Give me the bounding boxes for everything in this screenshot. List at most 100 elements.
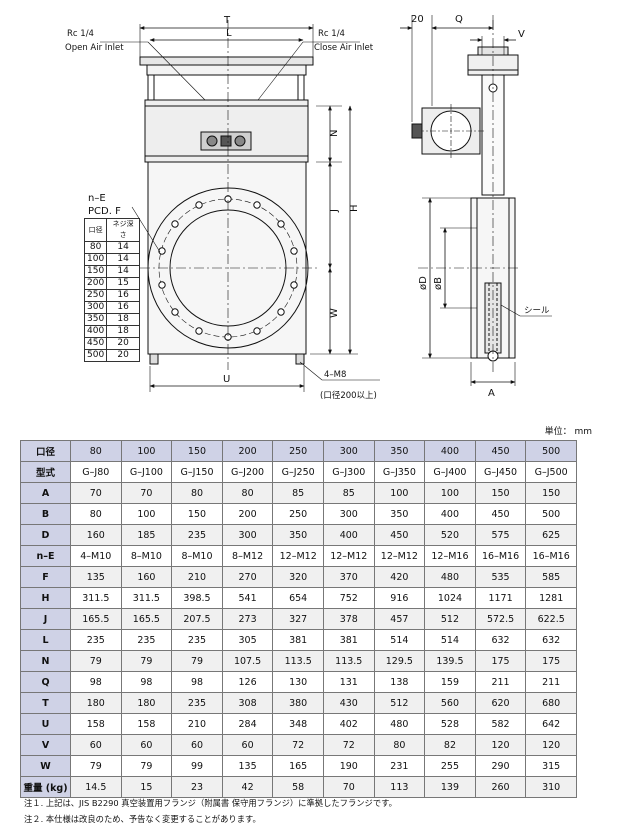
spec-cell: 180	[120, 692, 173, 714]
spec-cell: G–J100	[120, 461, 173, 483]
spec-cell: G–J250	[272, 461, 324, 483]
thread-table-header: ネジ深さ	[106, 218, 140, 242]
spec-cell: 370	[322, 566, 375, 588]
spec-cell: 80	[171, 482, 223, 504]
dim-W-label: W	[329, 308, 340, 318]
bolt-holes	[158, 195, 298, 341]
spec-cell: 98	[171, 671, 223, 693]
pcd-f-label: PCD. F	[88, 206, 121, 217]
spec-cell: 380	[272, 692, 324, 714]
spec-cell: 98	[120, 671, 173, 693]
spec-size-header: 150	[171, 440, 223, 462]
thread-table-cell: 20	[106, 349, 140, 362]
spec-cell: 284	[221, 713, 274, 735]
thread-table-cell: 100	[84, 253, 108, 266]
spec-size-header: 400	[424, 440, 476, 462]
spec-cell: 131	[322, 671, 375, 693]
spec-cell: 98	[70, 671, 122, 693]
spec-cell: 207.5	[171, 608, 223, 630]
spec-cell: 175	[474, 650, 527, 672]
dim-V-label: V	[518, 29, 525, 40]
spec-cell: 85	[322, 482, 375, 504]
thread-table-cell: 500	[84, 349, 108, 362]
front-view-labels: T L Rc 1/4 Open Air Inlet Rc 1/4 Close A…	[65, 15, 377, 401]
spec-cell: 512	[373, 692, 426, 714]
spec-cell: 139	[424, 776, 476, 798]
thread-table-cell: 18	[106, 313, 140, 326]
spec-cell: 235	[171, 692, 223, 714]
spec-cell: 210	[171, 713, 223, 735]
spec-cell: 250	[272, 503, 324, 525]
spec-size-header: 300	[322, 440, 375, 462]
spec-row-label: B	[20, 503, 71, 525]
spec-cell: 42	[221, 776, 274, 798]
spec-cell: 12–M16	[424, 545, 476, 567]
spec-cell: 60	[171, 734, 223, 756]
thread-table-cell: 16	[106, 289, 140, 302]
dim-A-label: A	[488, 388, 495, 399]
spec-cell: 160	[70, 524, 122, 546]
spec-cell: 381	[322, 629, 375, 651]
top-bracket	[146, 64, 307, 76]
spec-cell: 200	[221, 503, 274, 525]
unit-label: 単位： mm	[544, 427, 592, 437]
spec-size-header: 450	[474, 440, 527, 462]
spec-cell: 622.5	[525, 608, 577, 630]
spec-cell: 398.5	[171, 587, 223, 609]
spec-cell: 4–M10	[70, 545, 122, 567]
spec-cell: 135	[70, 566, 122, 588]
spec-cell: 654	[272, 587, 324, 609]
thread-table-cell: 16	[106, 301, 140, 314]
spec-size-header: 80	[70, 440, 122, 462]
spec-cell: G–J80	[70, 461, 122, 483]
dim-U-label: U	[223, 374, 230, 385]
spec-size-header: 250	[272, 440, 324, 462]
spec-cell: 72	[272, 734, 324, 756]
spec-cell: 916	[373, 587, 426, 609]
spec-cell: 14.5	[70, 776, 122, 798]
spec-cell: G–J150	[171, 461, 223, 483]
spec-row-label: H	[20, 587, 71, 609]
spec-cell: 120	[474, 734, 527, 756]
spec-cell: G–J400	[424, 461, 476, 483]
seal-label: シール	[524, 306, 550, 316]
spec-cell: 480	[373, 713, 426, 735]
spec-cell: 235	[70, 629, 122, 651]
spec-cell: 680	[525, 692, 577, 714]
spec-cell: 514	[373, 629, 426, 651]
spec-cell: 135	[221, 755, 274, 777]
spec-size-header: 350	[373, 440, 426, 462]
side-view	[400, 15, 552, 386]
spec-header-label: 口径	[20, 440, 71, 462]
spec-cell: 79	[70, 650, 122, 672]
spec-cell: 129.5	[373, 650, 426, 672]
spec-cell: 541	[221, 587, 274, 609]
spec-cell: 72	[322, 734, 375, 756]
spec-cell: 210	[171, 566, 223, 588]
spec-cell: 348	[272, 713, 324, 735]
spec-cell: 100	[373, 482, 426, 504]
spec-row-label: U	[20, 713, 71, 735]
spec-row-label: A	[20, 482, 71, 504]
spec-row-label: 型式	[20, 461, 71, 483]
spec-cell: 315	[525, 755, 577, 777]
spec-cell: 160	[120, 566, 173, 588]
spec-cell: G–J350	[373, 461, 426, 483]
thread-table-cell: 200	[84, 277, 108, 290]
spec-cell: 300	[322, 503, 375, 525]
spec-cell: 311.5	[70, 587, 122, 609]
spec-cell: 290	[474, 755, 527, 777]
spec-row-label: W	[20, 755, 71, 777]
spec-cell: 1281	[525, 587, 577, 609]
